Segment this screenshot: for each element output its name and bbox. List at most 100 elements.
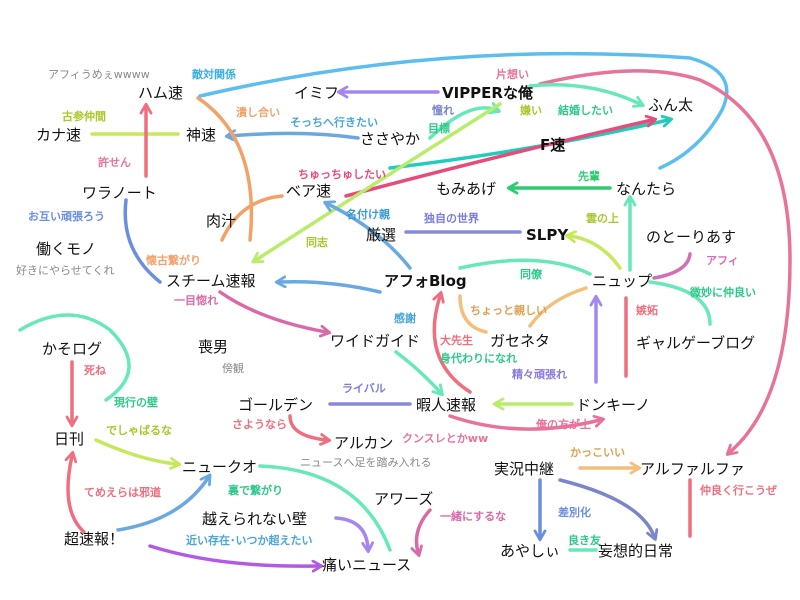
edge-afoblog-gasenata [458, 294, 488, 334]
label-shine: 死ね [84, 364, 106, 377]
edge-nyup-gasenata [528, 286, 588, 328]
edge-koerarenai-itainews [334, 516, 368, 548]
label-temeera: てめえらは邪道 [84, 485, 161, 499]
edge-nikkan-newsokuo [94, 438, 176, 464]
node-beasoku: ベア速 [286, 182, 331, 200]
edge-layer [18, 51, 792, 567]
edge-hamsoku-nantara [198, 51, 729, 170]
edge-vipper-funta [528, 83, 640, 104]
node-funta: ふん太 [648, 96, 693, 114]
label-chikai: 近い存在･いつか超えたい [186, 533, 313, 547]
node-alfalfa: アルファルファ [640, 460, 745, 478]
node-fsoku: F速 [540, 136, 565, 154]
label-migawari: 身代わりになれ [440, 351, 517, 365]
label-bimyo: 微妙に仲良い [689, 285, 756, 299]
note-yarasete: 好きにやらせてくれ [16, 263, 114, 277]
edge-golden-arukan [288, 414, 326, 440]
label-sabetsu: 差別化 [558, 505, 591, 519]
edge-afoblog-nyup [458, 258, 592, 276]
node-kasolog: かそログ [42, 340, 102, 358]
label-yoitomo: 良き友 [568, 533, 601, 547]
node-momiage: もみあげ [436, 180, 496, 198]
label-nakayoku: 仲良く行こうぜ [700, 483, 777, 497]
edge-afoblog-steam [280, 282, 382, 294]
label-urade: 裏で繋がり [227, 483, 283, 497]
node-nikkan: 日刊 [54, 430, 84, 448]
edge-himajin-afoblog [434, 296, 472, 394]
label-tekitai: 敵対関係 [192, 67, 236, 81]
label-daisensei: 大先生 [440, 333, 473, 347]
label-sayonara: さようなら [232, 418, 287, 431]
label-deshabaru: でしゃばるな [106, 423, 172, 437]
node-nyup: ニュップ [592, 272, 652, 290]
label-nazukeoya: 名付け親 [346, 207, 390, 221]
node-himajin: 暇人速報 [416, 396, 476, 414]
label-kekkon: 結婚したい [558, 103, 613, 117]
edge-nyup-notorias [652, 252, 692, 280]
label-mokuhyo: 目標 [428, 121, 450, 135]
node-imifu: イミフ [294, 84, 339, 102]
node-arukan: アルカン [334, 434, 393, 452]
note-newsashi: ニュースへ足を踏み入れる [300, 455, 431, 469]
node-itainews: 痛いニュース [322, 556, 411, 574]
label-genko: 現行の壁 [114, 395, 158, 409]
node-hamsoku: ハム速 [138, 84, 183, 102]
node-slpy: SLPY [526, 226, 569, 244]
label-kumonoue: 雲の上 [586, 211, 619, 225]
node-nantara: なんたら [616, 180, 676, 198]
node-jikkyo: 実況中継 [494, 460, 554, 478]
node-awazu: アワーズ [374, 490, 433, 508]
label-rival: ライバル [342, 382, 386, 395]
label-doshi: 同志 [306, 235, 328, 249]
note-layer: アフィうめぇwwww 好きにやらせてくれ 傍観 ニュースへ足を踏み入れる [16, 68, 431, 469]
edge-awazu-itainews [417, 508, 432, 552]
label-hitomebore: 一目惚れ [174, 293, 218, 307]
label-kosanakama: 古参仲間 [62, 109, 106, 123]
edge-vipper-alfalfa [538, 69, 792, 452]
node-ayashii: あやしぃ [500, 542, 560, 560]
label-shitto: 嫉妬 [636, 303, 658, 317]
label-kirai: 嫌い [519, 103, 542, 117]
edge-widegaid-himajin [394, 350, 440, 392]
node-notorias: のとーりあす [646, 228, 736, 246]
node-kanasoku: カナ速 [36, 126, 81, 144]
label-otagai: お互い頑張ろう [28, 210, 105, 223]
label-kansha: 感謝 [394, 311, 416, 325]
label-layer: 敵対関係 片想い 古参仲間 潰し合い そっちへ行きたい 憧れ 目標 嫌い 結婚し… [28, 67, 777, 547]
node-steam: スチーム速報 [166, 272, 256, 290]
edge-newsokuo-itainews [258, 464, 392, 552]
edge-chosokuho-nikkan [68, 456, 86, 534]
edge-chosokuho-itainews [148, 544, 318, 566]
edge-steam-widegaid [218, 290, 326, 332]
edge-waranote-steam [123, 198, 162, 284]
edge-afoblog-beasoku [328, 204, 412, 270]
label-kataomoi: 片想い [496, 67, 529, 81]
edge-nikujiru-steam [220, 194, 284, 242]
edge-jikkyo-moso [558, 478, 654, 536]
node-layer: ハム速 イミフ VIPPERな俺 ふん太 カナ速 神速 ささやか F速 ワラノー… [36, 84, 755, 574]
node-widegaid: ワイドガイド [330, 332, 420, 350]
node-moso: 妄想的日常 [598, 542, 673, 560]
label-tsubushiai: 潰し合い [236, 105, 280, 119]
node-kamisoku: 神速 [186, 126, 216, 144]
node-chosokuho: 超速報！ [64, 530, 124, 548]
edge-hamsoku-afoblog [196, 96, 254, 242]
node-newsokuo: ニュークオ [182, 458, 257, 476]
label-dokuji: 独自の世界 [423, 211, 479, 225]
label-issho: 一緒にするな [440, 509, 506, 523]
node-gensen: 厳選 [366, 226, 396, 244]
note-bokan: 傍観 [222, 361, 244, 375]
label-sotchi: そっちへ行きたい [290, 115, 378, 129]
edge-nyup-galgeblog [648, 280, 712, 326]
node-koerarenai: 越えられない壁 [202, 510, 307, 528]
edge-beasoku-funta [344, 120, 652, 198]
node-vipper: VIPPERな俺 [442, 84, 534, 102]
note-afiumee: アフィうめぇwwww [48, 68, 150, 81]
label-chuchu: ちゅっちゅしたい [298, 168, 386, 181]
node-hatarakumono: 働くモノ [36, 240, 96, 258]
node-moo: 喪男 [198, 338, 228, 356]
node-galgeblog: ギャルゲーブログ [636, 334, 755, 352]
label-natsukoi: 懐古繋がり [146, 253, 201, 267]
edge-chosokuho-newsokuo [116, 478, 208, 532]
